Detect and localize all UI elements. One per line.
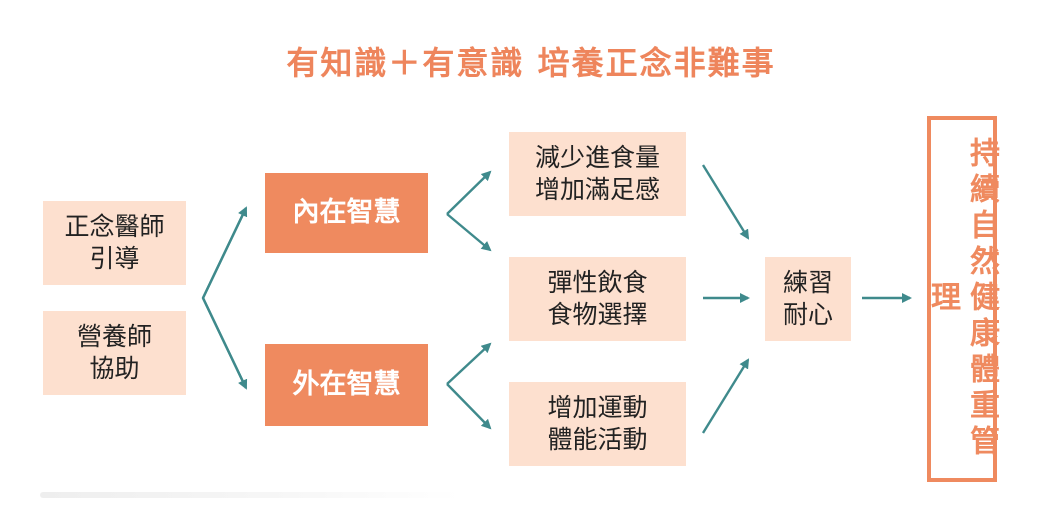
box-action-portion: 減少進食量 增加滿足感 [509,132,686,216]
box-goal-weight-management: 持續自然健康體重管理 [925,116,999,482]
arrow-to-inner [201,206,248,299]
arrow-inner-to-a1 [446,170,492,215]
box-practice-patience: 練習 耐心 [765,257,851,341]
arrow-a3-to-practice [701,358,750,434]
arrow-inner-to-a2 [446,213,492,252]
box-outer-wisdom: 外在智慧 [265,344,428,426]
box-dietitian: 營養師 協助 [43,311,186,395]
arrow-to-outer [201,297,248,390]
box-mindfulness-doctor: 正念醫師 引導 [43,201,186,285]
arrow-outer-to-a3 [446,383,492,430]
bottom-shadow-divider [40,492,460,498]
arrow-outer-to-a2 [446,342,492,385]
box-action-flexible-diet: 彈性飲食 食物選擇 [509,257,686,341]
arrow-a1-to-practice [701,164,750,240]
diagram-title: 有知識＋有意識 培養正念非難事 [286,44,776,82]
box-action-exercise: 增加運動 體能活動 [509,382,686,466]
fork-left [201,209,247,387]
box-inner-wisdom: 內在智慧 [265,173,428,253]
